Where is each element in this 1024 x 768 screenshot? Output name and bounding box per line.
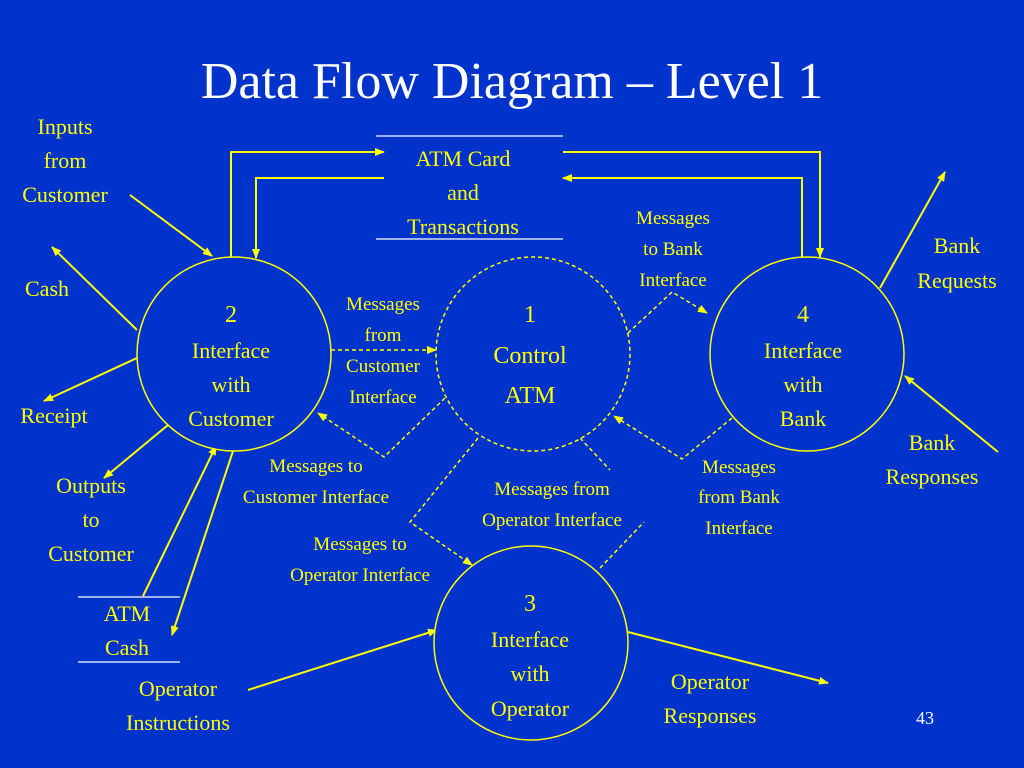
process-interface-bank [709,256,905,452]
label-inputs-line-1: Inputs [38,114,93,139]
flow-inputs-from-customer [129,194,213,257]
process-3-line-2: with [510,661,549,686]
flow-store-to-customer [252,177,384,259]
process-interface-operator [433,545,629,741]
label-msgs-from-customer-line-1: Messages [346,294,420,315]
flow-receipt [43,357,138,402]
process-2-line-1: Interface [192,338,270,363]
label-bank-responses-line-1: Bank [909,430,955,455]
store-atm-card-line-2: and [447,180,479,205]
label-operator-instructions-line-1: Operator [139,676,218,701]
process-4-number: 4 [797,302,809,328]
label-msgs-from-bank-line-2: from Bank [698,487,780,508]
flow-bank-responses [904,375,999,453]
flow-store-to-bank [563,151,824,258]
process-4-line-2: with [783,372,822,397]
store-atm-card-line-1: ATM Card [416,146,511,171]
flow-msgs-from-operator-interface [599,521,645,569]
flow-msgs-to-bank-interface [627,291,708,334]
label-msgs-to-bank-line-1: Messages [636,208,710,229]
label-bank-requests-line-2: Requests [917,268,996,293]
process-1-number: 1 [524,302,536,328]
process-3-line-3: Operator [491,696,570,721]
label-receipt: Receipt [20,403,87,428]
process-2-line-2: with [211,372,250,397]
label-msgs-to-operator-line-1: Messages to [313,534,406,555]
label-inputs-line-3: Customer [22,182,108,207]
label-msgs-to-bank-line-3: Interface [639,270,707,291]
flow-atm-cash-to-customer [142,445,217,597]
label-msgs-from-customer-line-3: Customer [346,356,421,377]
label-bank-responses-line-2: Responses [886,464,979,489]
label-msgs-to-customer-line-1: Messages to [269,456,362,477]
label-msgs-from-operator-line-2: Operator Interface [482,510,622,531]
flow-outputs-to-customer [103,424,169,479]
flow-bank-requests [879,171,946,289]
flow-msgs-from-operator-interface-upper [579,437,611,471]
label-cash: Cash [25,276,69,301]
process-control-atm [435,256,631,452]
flow-customer-to-store [230,148,385,258]
label-operator-instructions-line-2: Instructions [126,710,230,735]
flow-cash [51,246,138,331]
label-msgs-from-customer-line-2: from [365,325,402,346]
slide-title: Data Flow Diagram – Level 1 [201,53,823,110]
label-inputs-line-2: from [44,148,87,173]
process-3-line-1: Interface [491,627,569,652]
page-number: 43 [916,708,934,728]
flow-customer-to-atm-cash [171,429,241,636]
label-msgs-to-operator-line-2: Operator Interface [290,565,430,586]
flow-operator-instructions [247,628,438,691]
label-msgs-from-bank-line-1: Messages [702,457,776,478]
process-1-line-1: Control [493,343,567,369]
process-4-line-3: Bank [780,406,826,431]
flow-msgs-from-bank-interface [613,415,733,460]
flow-bank-to-store [562,174,803,258]
label-msgs-from-bank-line-3: Interface [705,518,773,539]
flow-msgs-to-customer-interface [317,397,446,458]
process-4-line-1: Interface [764,338,842,363]
label-msgs-from-operator-line-1: Messages from [494,479,610,500]
label-msgs-to-bank-line-2: to Bank [643,239,703,260]
store-atm-cash-line-2: Cash [105,635,149,660]
process-2-line-3: Customer [188,406,274,431]
label-outputs-line-1: Outputs [56,473,126,498]
flow-msgs-to-operator-interface [408,437,479,566]
label-msgs-from-customer-line-4: Interface [349,387,417,408]
process-2-number: 2 [225,302,237,328]
label-bank-requests-line-1: Bank [934,233,980,258]
label-outputs-line-2: to [82,507,99,532]
process-interface-customer [136,256,332,452]
label-msgs-to-customer-line-2: Customer Interface [243,487,389,508]
process-3-number: 3 [524,591,536,617]
process-1-line-2: ATM [505,383,556,409]
flow-operator-responses [627,631,829,685]
store-atm-cash-line-1: ATM [104,601,150,626]
label-outputs-line-3: Customer [48,541,134,566]
label-operator-responses-line-2: Responses [664,703,757,728]
label-operator-responses-line-1: Operator [671,669,750,694]
store-atm-card-line-3: Transactions [407,214,519,239]
